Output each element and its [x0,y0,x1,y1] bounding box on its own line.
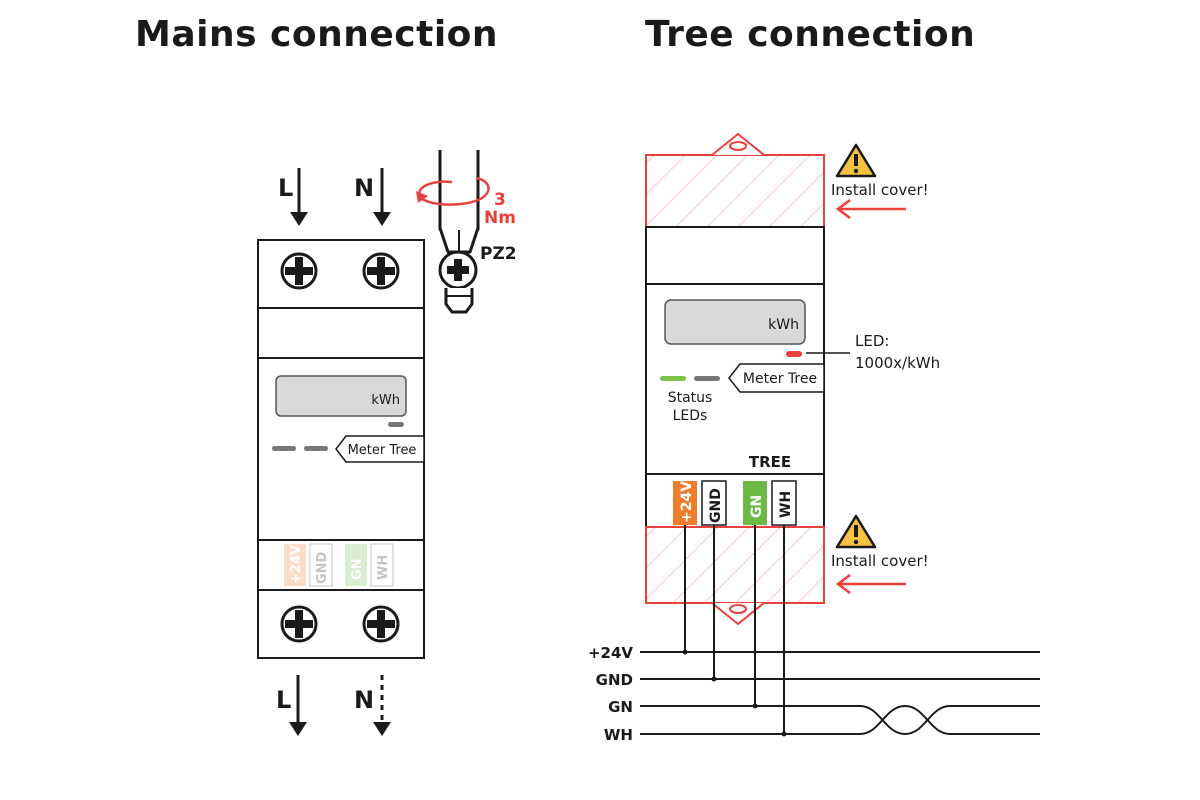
screw-terminal-l-top [280,252,318,290]
output-l-arrowhead [289,722,307,736]
mains-kwh-display [275,375,407,417]
red-arrow-bottom-icon [835,574,906,594]
mains-faded-terminals: +24V GND GN WH [284,543,394,587]
svg-text:GN: GN [749,495,765,518]
screw-icon [438,250,478,314]
bus-label-24v: +24V [588,644,633,662]
mains-connection-title: Mains connection [135,14,499,55]
terminal-gnd: GND [701,480,727,526]
tree-connection-title: Tree connection [645,14,976,55]
svg-text:WH: WH [778,491,794,518]
terminal-24v: +24V [673,481,697,525]
mains-status-led-1 [272,446,296,451]
tree-pulse-led [786,351,802,357]
install-cover-top-text: Install cover! [831,181,929,199]
warning-icon-bottom [835,514,877,549]
mains-meter-tree-label: Meter Tree [348,443,417,458]
torque-value: 3 [494,190,506,210]
input-n-label: N [354,174,374,202]
screw-terminal-l-bottom [280,605,318,643]
tree-kwh-display [664,299,806,345]
terminal-gn: GN [743,481,767,525]
tree-meter-tree-tag [728,363,825,393]
bus-label-gn: GN [608,698,633,716]
screwdriver-type: PZ2 [480,244,517,264]
svg-text:WH: WH [376,555,391,580]
mains-pulse-led [388,422,404,427]
top-cover [645,154,825,228]
status-leds-line2: LEDs [673,408,708,424]
input-n-arrowhead [373,212,391,226]
bus-label-wh: WH [604,726,633,744]
tree-bus-heading: TREE [749,453,791,471]
svg-text:+24V: +24V [679,481,695,523]
torque-unit: Nm [484,208,516,228]
tree-diagram: kWh LED: 1000x/kWh Status LEDs Meter Tre… [588,132,1040,744]
input-l-arrowhead [290,212,308,226]
mains-status-led-2 [304,446,328,451]
svg-text:GN: GN [350,558,365,580]
status-leds-line1: Status [668,390,713,406]
warning-icon-top [835,143,877,178]
red-arrow-top-icon [835,199,906,219]
bus-lines: +24V GND GN WH [588,644,1040,744]
mains-kwh-label: kWh [371,393,400,408]
bottom-cover [645,526,825,604]
output-n-label: N [354,686,374,714]
terminal-wh: WH [771,480,797,526]
svg-text:+24V: +24V [289,545,304,584]
rotation-arrow-icon [416,176,490,206]
tree-meter-tree-label: Meter Tree [743,371,817,387]
output-l-label: L [276,686,291,714]
tree-kwh-label: kWh [768,317,799,333]
led-label-line2: 1000x/kWh [855,354,940,372]
screw-terminal-n-top [362,252,400,290]
status-led-green [660,376,686,381]
svg-text:GND: GND [315,551,330,584]
input-l-label: L [278,174,293,202]
led-label-line1: LED: [855,332,889,350]
output-n-arrowhead [373,722,391,736]
mains-meter-tree-tag [335,435,425,463]
status-led-gray [694,376,720,381]
install-cover-bottom-text: Install cover! [831,552,929,570]
mains-diagram: L N kWh Meter Tree [257,150,517,736]
screw-terminal-n-bottom [362,605,400,643]
bus-label-gnd: GND [596,671,633,689]
svg-text:GND: GND [708,488,724,523]
